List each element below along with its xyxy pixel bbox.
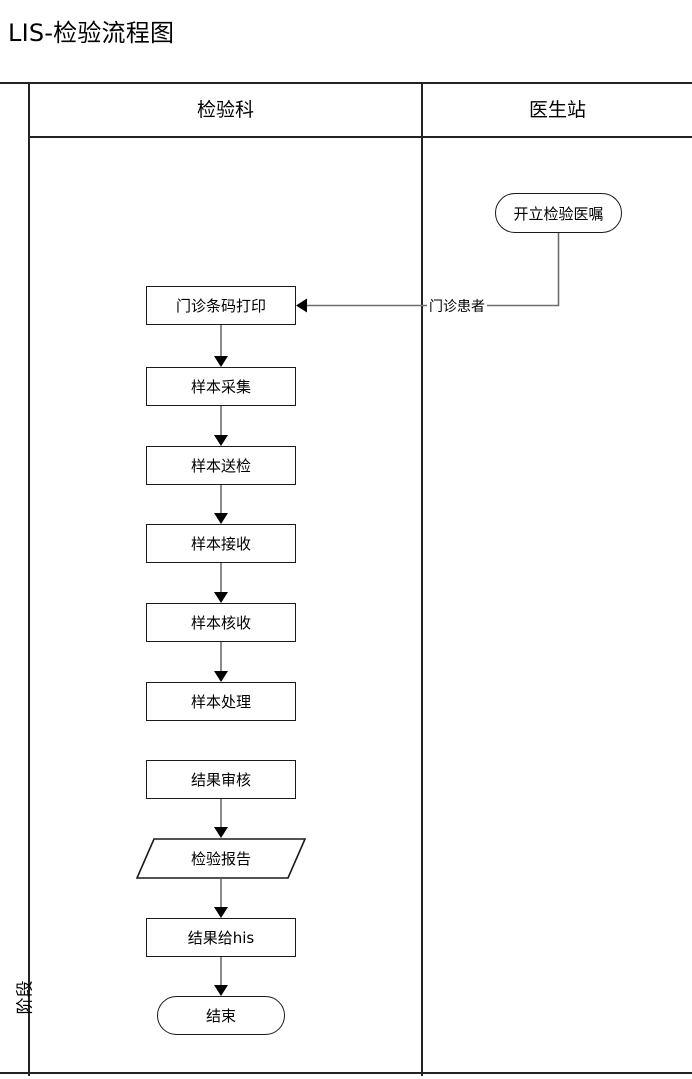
lane-header-doctor-station: 医生站 — [528, 99, 586, 121]
flow-node-receive[interactable]: 样本接收 — [146, 524, 296, 563]
lane-header-rule — [28, 136, 692, 138]
flow-node-label: 样本处理 — [190, 693, 251, 711]
edge-path-e-order-barcode — [307, 233, 560, 307]
edge-arrowhead-e-order-barcode — [296, 298, 307, 313]
parallelogram-shape — [136, 838, 306, 879]
flow-node-process[interactable]: 样本处理 — [146, 682, 296, 721]
flow-node-audit[interactable]: 结果审核 — [146, 760, 296, 799]
flow-node-label: 样本接收 — [190, 535, 251, 553]
flow-node-label: 样本核收 — [190, 614, 251, 632]
flow-node-send[interactable]: 样本送检 — [146, 446, 296, 485]
pool-left-divider — [28, 84, 30, 1076]
swimlane-pool — [0, 82, 692, 1076]
flow-node-label: 门诊条码打印 — [175, 297, 266, 315]
edge-arrowhead-e-barcode-collect — [214, 356, 228, 367]
flow-node-end[interactable]: 结束 — [157, 996, 285, 1035]
flow-node-barcode[interactable]: 门诊条码打印 — [146, 286, 296, 325]
flow-node-label: 结束 — [205, 1007, 236, 1025]
page-title: LIS-检验流程图 — [8, 19, 175, 47]
flow-node-collect[interactable]: 样本采集 — [146, 367, 296, 406]
lane-header-inspection: 检验科 — [196, 99, 254, 121]
edge-arrowhead-e-audit-report — [214, 827, 228, 838]
edge-arrowhead-e-receive-verify — [214, 592, 228, 603]
flow-node-label: 结果给his — [187, 929, 255, 947]
edge-arrowhead-e-send-receive — [214, 513, 228, 524]
edge-arrowhead-e-collect-send — [214, 435, 228, 446]
edge-arrowhead-e-report-resulthis — [214, 907, 228, 918]
edge-arrowhead-e-resulthis-end — [214, 985, 228, 996]
flow-node-label: 样本送检 — [190, 457, 251, 475]
edge-arrowhead-e-verify-process — [214, 671, 228, 682]
flow-node-report[interactable]: 检验报告 — [136, 838, 306, 879]
edge-label-e-order-barcode: 门诊患者 — [427, 295, 487, 316]
flow-node-result-his[interactable]: 结果给his — [146, 918, 296, 957]
flow-node-label: 样本采集 — [190, 378, 251, 396]
lane-divider — [421, 84, 423, 1076]
flow-node-label: 结果审核 — [190, 771, 251, 789]
flow-node-verify[interactable]: 样本核收 — [146, 603, 296, 642]
flow-node-label: 开立检验医嘱 — [513, 204, 604, 223]
flow-node-order[interactable]: 开立检验医嘱 — [495, 193, 622, 233]
